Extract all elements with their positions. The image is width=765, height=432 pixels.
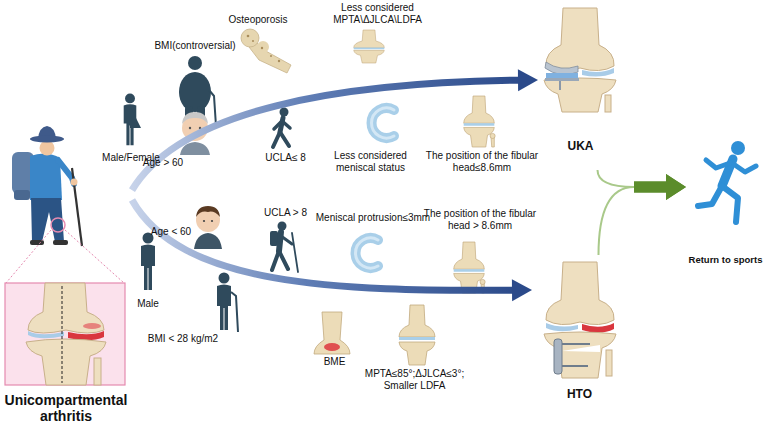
procedure-node: UKA: [538, 5, 623, 170]
green-arrow-shaft: [634, 181, 668, 192]
node-label: Unicompartmental arthritis: [0, 392, 132, 424]
knee-inset: [5, 283, 125, 385]
annotation-label: UCLA > 8: [258, 207, 313, 219]
meniscus-icon: [372, 108, 394, 138]
arrow-head: [512, 279, 532, 301]
annotation-label: The position of the fibular head≤8.6mm: [423, 150, 541, 174]
bme-bone: [314, 312, 350, 354]
fibula-knee-icon: [454, 242, 485, 293]
green-arrow-shaft: [634, 181, 668, 192]
merge-branch: [598, 170, 635, 187]
uka-knee: [544, 8, 616, 112]
annotation-label: UCLA≤ 8: [258, 152, 313, 164]
annotation-label: Age > 60: [138, 157, 188, 169]
knee-icon: [354, 30, 385, 63]
annotation-label: Osteoporosis: [222, 14, 294, 26]
runner-figure: [698, 141, 756, 222]
obese-figure: [179, 56, 216, 126]
annotation-label: Meniscal protrusion≤3mm: [308, 212, 438, 224]
connector: [598, 170, 687, 200]
annotation-label: BMI(controversial): [140, 40, 250, 52]
annotation-label: Male: [128, 298, 168, 310]
annotation-label: BMI < 28 kg/m2: [138, 333, 228, 345]
fibula-knee-icon: [464, 96, 495, 147]
annotation-label: MPTA≤85°;ΔJLCA≤3°; Smaller LDFA: [352, 368, 477, 392]
walking-figure: [273, 108, 290, 148]
node-label: UKA: [538, 140, 623, 154]
hiker-icon: [270, 222, 298, 273]
arrow-head: [666, 174, 686, 200]
outcome-node: Return to sports: [686, 130, 765, 290]
annotation-label: Less considered MPTA\ΔJLCA\LDFA: [325, 2, 430, 26]
hto-knee: [544, 262, 616, 378]
curved-arrow: [132, 80, 524, 190]
arrow-head: [518, 69, 538, 91]
meniscus-icon: [356, 238, 378, 268]
annotation-label: The position of the fibular head > 8.6mm: [420, 208, 540, 232]
node-label: Return to sports: [686, 255, 765, 266]
male-female-icon: [124, 93, 141, 145]
annotation-label: BME: [312, 356, 357, 368]
merge-branch: [599, 187, 635, 255]
male-icon: [141, 233, 155, 291]
node-label: HTO: [532, 388, 627, 402]
knee-icon: [399, 305, 435, 365]
annotation-label: Less considered meniscal status: [323, 150, 418, 174]
hiker-figure: [6, 126, 124, 283]
annotation-label: Age < 60: [146, 226, 196, 238]
procedure-node: HTO: [532, 255, 627, 405]
connector: [599, 174, 687, 255]
condition-panel: Unicompartmental arthritis: [0, 130, 132, 432]
arrow-head: [666, 174, 686, 200]
elderly-face: [180, 112, 210, 155]
cane-figure: [217, 273, 238, 333]
osteoporosis-bone: [241, 29, 291, 73]
young-face: [194, 206, 222, 249]
